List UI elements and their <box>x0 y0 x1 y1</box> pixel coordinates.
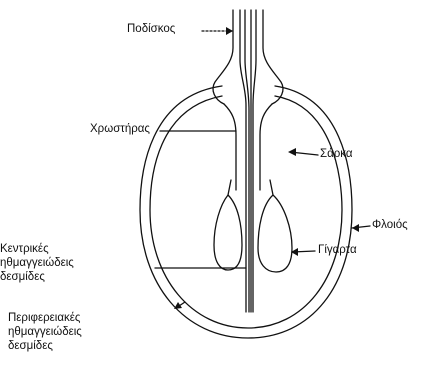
label-kentrikes-line-1: Κεντρικές <box>0 242 74 256</box>
central-bundle-4 <box>253 10 256 312</box>
label-kentrikes-line-3: δεσμίδες <box>0 270 74 284</box>
label-perifereiakes-line-2: ηθμαγγειώδεις <box>8 325 82 339</box>
label-kentrikes-desmides: Κεντρικές ηθμαγγειώδεις δεσμίδες <box>0 242 74 284</box>
arrowhead-floios <box>352 224 359 232</box>
label-kentrikes-line-2: ηθμαγγειώδεις <box>0 256 74 270</box>
label-floios: Φλοιός <box>372 218 408 232</box>
pedicel-left-edge <box>213 10 233 104</box>
arrowhead-sarka <box>288 148 296 156</box>
label-chrostiras: Χρωστήρας <box>90 122 150 136</box>
label-podiskos: Ποδίσκος <box>127 22 175 36</box>
seed-left <box>214 195 242 270</box>
seed-left-beak <box>228 180 231 195</box>
label-perifereiakes-line-1: Περιφερειακές <box>8 311 82 325</box>
brush-right <box>260 104 272 190</box>
brush-left <box>224 104 236 190</box>
arrowhead-podiskos <box>226 27 233 35</box>
pedicel-right-edge <box>263 10 283 104</box>
seed-right <box>258 195 292 272</box>
seed-right-beak <box>270 180 273 195</box>
label-gigarta: Γίγαρτα <box>318 243 357 257</box>
label-perifereiakes-line-3: δεσμίδες <box>8 339 82 353</box>
label-sarka: Σάρκα <box>320 147 353 161</box>
label-perifereiakes-desmides: Περιφερειακές ηθμαγγειώδεις δεσμίδες <box>8 311 82 353</box>
